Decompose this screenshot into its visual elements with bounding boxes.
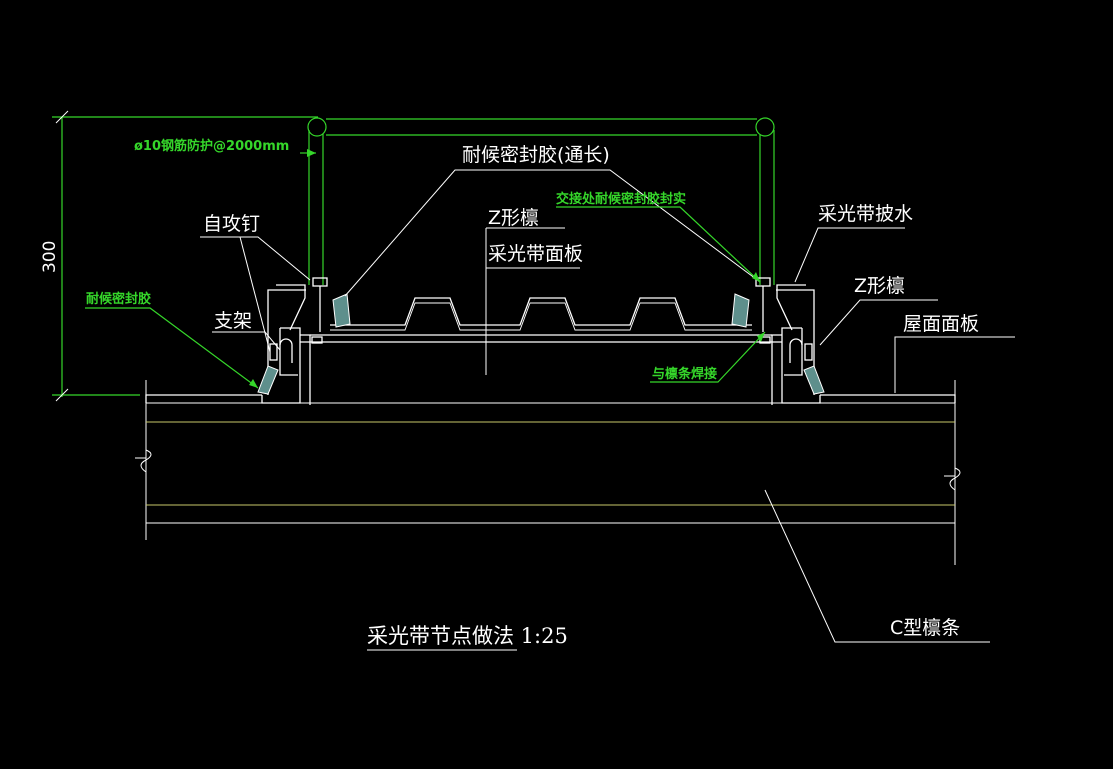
- drawing-title: 采光带节点做法 1:25: [367, 624, 568, 648]
- label-z-purlin-center: Z形檩: [488, 207, 539, 229]
- label-rebar-guard: ø10钢筋防护@2000mm: [134, 138, 289, 154]
- left-inner-sealant: [332, 293, 351, 328]
- label-weld: 与檩条焊接: [652, 366, 717, 382]
- right-curb: [776, 284, 821, 404]
- label-c-purlin: C型檩条: [890, 617, 960, 639]
- label-skylight-flashing: 采光带披水: [818, 203, 913, 225]
- label-sealant-left: 耐候密封胶: [86, 291, 151, 307]
- rebar-guard-frame: [300, 117, 775, 285]
- right-inner-sealant: [731, 293, 750, 328]
- self-tapping-screws: [312, 277, 771, 332]
- leader-lines: [85, 169, 1015, 643]
- label-self-tapping-screw: 自攻钉: [203, 213, 260, 235]
- label-skylight-panel: 采光带面板: [488, 243, 583, 265]
- dimension-300: 300: [40, 110, 318, 402]
- label-sealant-through: 耐候密封胶(通长): [462, 144, 610, 166]
- label-bracket: 支架: [214, 310, 252, 332]
- label-joint-seal: 交接处耐候密封胶封实: [556, 191, 686, 207]
- dimension-value: 300: [40, 241, 60, 273]
- left-curb: [261, 284, 306, 404]
- z-purlins: [300, 334, 782, 405]
- left-outer-sealant: [257, 365, 279, 395]
- label-z-purlin-right: Z形檩: [854, 275, 905, 297]
- label-roof-panel: 屋面面板: [903, 313, 979, 335]
- roof-panel-lines: [135, 380, 961, 565]
- right-outer-sealant: [803, 365, 825, 395]
- skylight-panel-profile: [330, 297, 752, 326]
